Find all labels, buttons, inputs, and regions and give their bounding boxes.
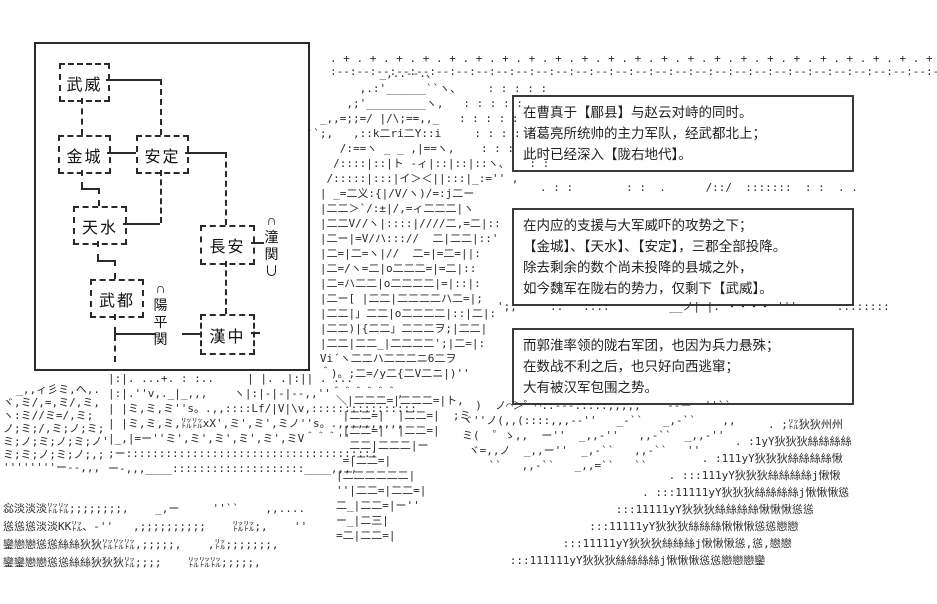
wall-art: ＼|二二二=|二二二=|ト, |二二=| |二二=| ;ミ |二二=| |二二=…	[336, 394, 471, 542]
right-forest-art: . ;㍑狄狄州州 . :1yY狄狄狄絲絲絲絲 . :111yY狄狄狄絲絲絲絲愀 …	[509, 418, 852, 567]
gap-dots-1: . : : : : . /::/ ::::::: : : . .	[540, 181, 858, 194]
map-node-hanzhong: 漢中	[200, 314, 255, 355]
pass-label-yangpingguan: ∩陽平関	[153, 280, 168, 347]
route-line	[182, 333, 200, 335]
route-line	[251, 332, 260, 334]
valley-art: |:|. ...+. : :.. | |. .|:|| . ... |:|.''…	[108, 372, 417, 475]
dialog-line: 大有被汉军包围之势。	[523, 380, 658, 395]
map-node-wudu: 武都	[90, 279, 144, 318]
route-line	[81, 98, 83, 135]
dialog-line: 而郭淮率领的陇右军团，也因为兵力悬殊；	[523, 338, 780, 353]
route-line	[225, 261, 227, 314]
route-line	[97, 241, 99, 260]
route-line	[107, 152, 136, 154]
route-line	[251, 242, 264, 244]
dialog-box-1: 在曹真于【郿县】与赵云对峙的同时。 诸葛亮所统帅的主力军队，经武都北上； 此时已…	[512, 95, 854, 172]
route-line	[81, 170, 83, 188]
left-mountains-art: _,,ィ彡ミ,ヘ,. ヾ,ミ/,=,ミ/,ミ, ヽ:ミ//ミ=/,ミ; ノ;ミ;…	[3, 383, 109, 474]
route-line	[98, 188, 100, 206]
dialog-line: 此时已经深入【陇右地代】。	[523, 147, 692, 162]
map-node-jincheng: 金城	[58, 135, 111, 174]
map-node-anding: 安定	[136, 135, 189, 174]
route-line	[97, 260, 114, 262]
gap-dots-2: ';, :: :::: __ノ| |. ・・・・ ''' ::::::::	[497, 300, 890, 313]
dialog-line: 如今魏军在陇右的势力，仅剩下【武威】。	[523, 281, 773, 296]
route-line	[160, 170, 162, 223]
route-line	[225, 152, 227, 225]
dialog-line: 在内应的支援与大军威吓的攻势之下；	[523, 218, 753, 233]
left-forest-art: 惢淡淡淡㍑㍑;;;;;;;;, _,ー ''`` ,,.... 慫慫慫淡淡KK㍑…	[3, 502, 308, 569]
map-node-wuwei: 武威	[59, 63, 110, 102]
dialog-line: 除去剩余的数个尚未投降的县城之外，	[523, 260, 753, 275]
dialog-line: 诸葛亮所统帅的主力军队，经武都北上；	[523, 126, 766, 141]
map-node-changan: 長安	[200, 225, 255, 265]
dialog-line: 在曹真于【郿县】与赵云对峙的同时。	[523, 105, 753, 120]
dialog-box-3: 而郭淮率领的陇右军团，也因为兵力悬殊； 在数战不利之后，也只好向西逃窜； 大有被…	[512, 328, 854, 405]
rider-art: ) ノ⌒＞゜⌒::---:::::,,,,, --ー ''`` ヾ''ノ(,,(…	[462, 399, 736, 472]
top-dots-art: . + . + . + . + . + . + . + . + . + . + …	[330, 52, 937, 78]
dialog-line: 在数战不利之后，也只好向西逃窜；	[523, 359, 739, 374]
route-line	[114, 314, 116, 333]
dialog-box-2: 在内应的支援与大军威吓的攻势之下； 【金城】、【天水】、【安定】，三郡全部投降。…	[512, 208, 854, 306]
route-line	[114, 335, 116, 362]
mountain-tower-art: _,..--.、 ,.:'______``ヽ、 : : : : : ,;'___…	[306, 67, 550, 380]
map-node-tianshui: 天水	[73, 206, 127, 245]
route-line	[114, 260, 116, 279]
map-panel: 武威 金城 安定 天水 長安 武都 漢中	[34, 42, 310, 371]
dialog-line: 【金城】、【天水】、【安定】，三郡全部投降。	[523, 239, 787, 254]
route-line	[106, 79, 160, 81]
route-line	[81, 188, 98, 190]
route-line	[160, 79, 162, 135]
route-line	[185, 152, 225, 154]
route-line	[123, 223, 160, 225]
pass-label-tongguan: ∩潼関∪	[264, 212, 279, 279]
route-line	[114, 333, 155, 335]
